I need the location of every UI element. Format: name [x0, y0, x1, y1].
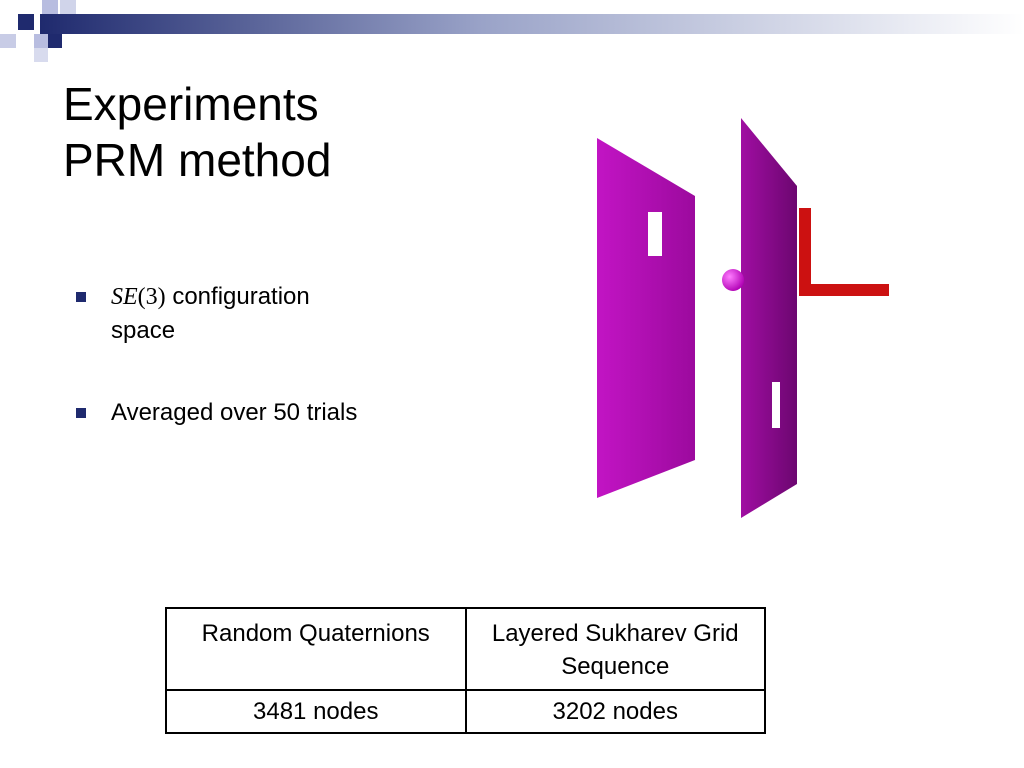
table-cell: 3202 nodes: [464, 689, 766, 734]
table-header-cell: Layered Sukharev Grid Sequence: [464, 607, 766, 691]
table-header-cell: Random Quaternions: [165, 607, 467, 691]
header-decoration: [0, 0, 1024, 62]
results-table: Random Quaternions Layered Sukharev Grid…: [165, 607, 766, 734]
bullet-text: configuration space: [111, 283, 310, 344]
right-wall-window: [772, 382, 780, 428]
left-wall-panel: [597, 138, 695, 498]
prm-scene-illustration: [597, 118, 889, 518]
bullet-text: Averaged over 50 trials: [111, 399, 358, 426]
deco-square: [42, 0, 58, 14]
title-line-1: Experiments: [63, 78, 319, 130]
title-line-2: PRM method: [63, 134, 332, 186]
square-bullet-icon: [76, 292, 86, 302]
deco-square: [0, 34, 16, 48]
right-wall-panel: [741, 118, 797, 518]
deco-square: [60, 0, 76, 14]
bullet-item: SE(3) configuration space: [70, 280, 370, 348]
deco-square: [48, 34, 62, 48]
robot-joint-ball: [722, 269, 744, 291]
table-cell: 3481 nodes: [165, 689, 467, 734]
bullet-item: Averaged over 50 trials: [70, 396, 370, 430]
table-row: 3481 nodes 3202 nodes: [165, 689, 766, 734]
math-se: SE: [111, 284, 138, 310]
header-gradient-band: [40, 14, 1024, 34]
robot-body-horizontal: [799, 284, 889, 296]
math-paren: (3): [137, 284, 166, 310]
deco-square: [34, 34, 48, 48]
bullet-list: SE(3) configuration space Averaged over …: [70, 280, 370, 478]
deco-square: [34, 48, 48, 62]
robot-body-vertical: [799, 208, 811, 296]
square-bullet-icon: [76, 408, 86, 418]
slide-title: Experiments PRM method: [63, 76, 331, 188]
left-wall-window: [648, 212, 662, 256]
table-header-row: Random Quaternions Layered Sukharev Grid…: [165, 607, 766, 691]
deco-square: [18, 14, 34, 30]
